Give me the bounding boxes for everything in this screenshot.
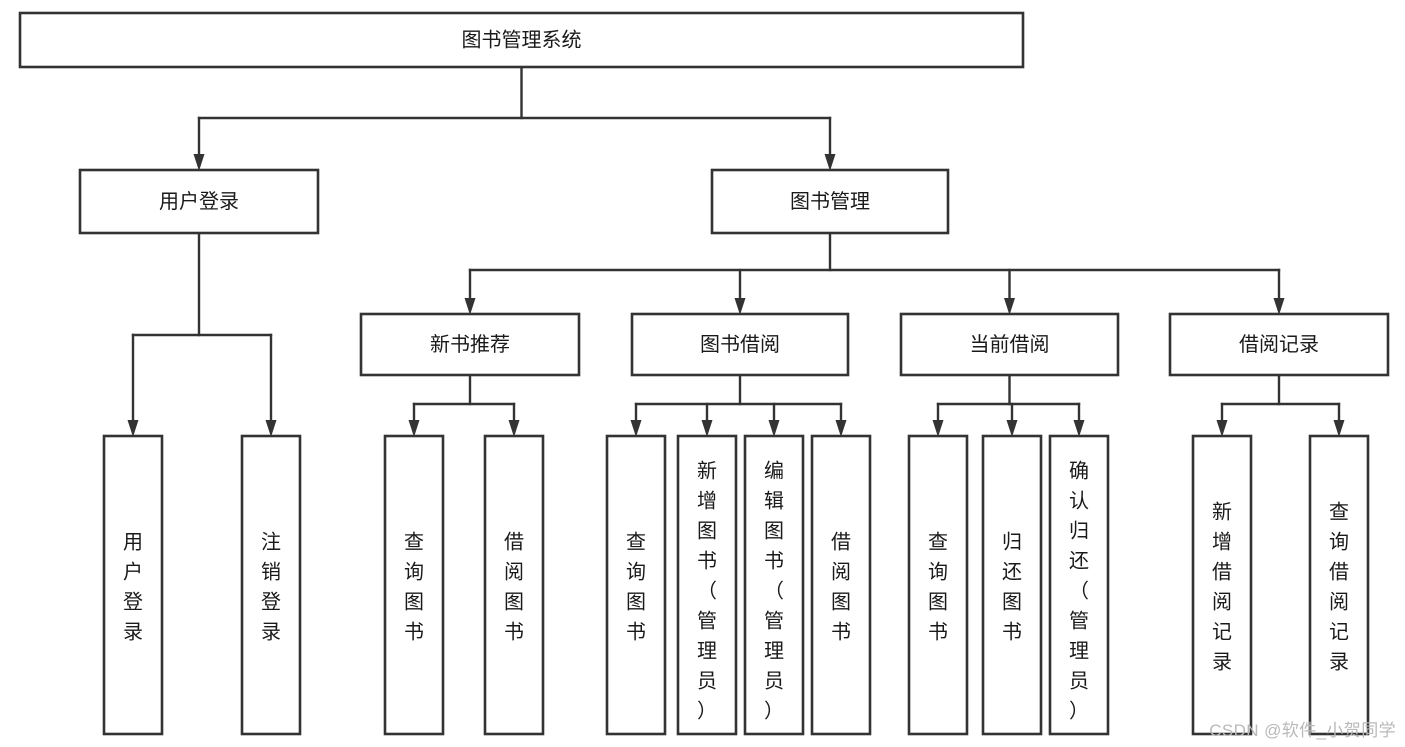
node-label-leaf-edit-book-admin: 编辑图书（管理员） xyxy=(764,459,784,722)
node-leaf-add-borrow-record[interactable]: 新增借阅记录 xyxy=(1191,434,1253,736)
node-label-current-borrow: 当前借阅 xyxy=(970,333,1050,356)
node-box-user-login[interactable] xyxy=(78,168,320,235)
node-leaf-query-book-rec[interactable]: 查询图书 xyxy=(383,434,445,736)
node-box-leaf-add-book-admin[interactable] xyxy=(676,434,738,736)
node-box-book-manage[interactable] xyxy=(710,168,950,235)
node-borrow-record[interactable]: 借阅记录 xyxy=(1168,312,1390,377)
node-box-leaf-edit-book-admin[interactable] xyxy=(743,434,805,736)
node-leaf-query-book-cur[interactable]: 查询图书 xyxy=(907,434,969,736)
node-box-leaf-query-book-borrow[interactable] xyxy=(605,434,667,736)
node-box-current-borrow[interactable] xyxy=(899,312,1120,377)
node-label-leaf-query-book-borrow: 查询图书 xyxy=(626,530,646,643)
node-new-book-recommend[interactable]: 新书推荐 xyxy=(359,312,581,377)
node-label-leaf-user-login: 用户登录 xyxy=(123,531,143,643)
node-label-leaf-add-book-admin: 新增图书（管理员） xyxy=(697,459,717,722)
node-leaf-query-borrow-record[interactable]: 查询借阅记录 xyxy=(1308,434,1370,736)
node-label-leaf-borrow-book: 借阅图书 xyxy=(831,530,851,643)
node-leaf-edit-book-admin[interactable]: 编辑图书（管理员） xyxy=(743,434,805,736)
node-box-leaf-add-borrow-record[interactable] xyxy=(1191,434,1253,736)
node-label-leaf-confirm-return-admin: 确认归还（管理员） xyxy=(1069,459,1089,722)
node-leaf-borrow-book[interactable]: 借阅图书 xyxy=(810,434,872,736)
node-label-leaf-query-borrow-record: 查询借阅记录 xyxy=(1329,500,1349,673)
node-box-leaf-return-book[interactable] xyxy=(981,434,1043,736)
node-box-leaf-logout-login[interactable] xyxy=(240,434,302,736)
node-leaf-borrow-book-rec[interactable]: 借阅图书 xyxy=(483,434,545,736)
node-label-leaf-borrow-book-rec: 借阅图书 xyxy=(504,530,524,643)
node-book-manage[interactable]: 图书管理 xyxy=(710,168,950,235)
node-leaf-user-login[interactable]: 用户登录 xyxy=(102,434,164,736)
node-label-leaf-add-borrow-record: 新增借阅记录 xyxy=(1212,500,1232,673)
node-leaf-query-book-borrow[interactable]: 查询图书 xyxy=(605,434,667,736)
node-box-leaf-confirm-return-admin[interactable] xyxy=(1048,434,1110,736)
node-box-leaf-borrow-book-rec[interactable] xyxy=(483,434,545,736)
node-label-leaf-return-book: 归还图书 xyxy=(1002,530,1022,643)
node-label-new-book-recommend: 新书推荐 xyxy=(430,333,510,356)
node-label-user-login: 用户登录 xyxy=(159,190,239,213)
node-label-root: 图书管理系统 xyxy=(462,28,582,51)
node-box-root[interactable] xyxy=(18,11,1025,69)
node-root[interactable]: 图书管理系统 xyxy=(18,11,1025,69)
node-label-book-borrow: 图书借阅 xyxy=(700,333,780,356)
node-box-leaf-query-book-rec[interactable] xyxy=(383,434,445,736)
node-leaf-return-book[interactable]: 归还图书 xyxy=(981,434,1043,736)
node-box-leaf-query-borrow-record[interactable] xyxy=(1308,434,1370,736)
node-user-login[interactable]: 用户登录 xyxy=(78,168,320,235)
node-leaf-confirm-return-admin[interactable]: 确认归还（管理员） xyxy=(1048,434,1110,736)
node-book-borrow[interactable]: 图书借阅 xyxy=(630,312,850,377)
node-label-book-manage: 图书管理 xyxy=(790,190,870,213)
node-box-new-book-recommend[interactable] xyxy=(359,312,581,377)
node-current-borrow[interactable]: 当前借阅 xyxy=(899,312,1120,377)
node-box-leaf-borrow-book[interactable] xyxy=(810,434,872,736)
node-box-leaf-query-book-cur[interactable] xyxy=(907,434,969,736)
node-leaf-logout-login[interactable]: 注销登录 xyxy=(240,434,302,736)
node-box-borrow-record[interactable] xyxy=(1168,312,1390,377)
node-label-leaf-query-book-cur: 查询图书 xyxy=(928,530,948,643)
node-label-borrow-record: 借阅记录 xyxy=(1239,333,1319,356)
node-label-leaf-query-book-rec: 查询图书 xyxy=(404,530,424,643)
node-label-leaf-logout-login: 注销登录 xyxy=(261,530,281,643)
node-leaf-add-book-admin[interactable]: 新增图书（管理员） xyxy=(676,434,738,736)
node-box-book-borrow[interactable] xyxy=(630,312,850,377)
node-box-leaf-user-login[interactable] xyxy=(102,434,164,736)
